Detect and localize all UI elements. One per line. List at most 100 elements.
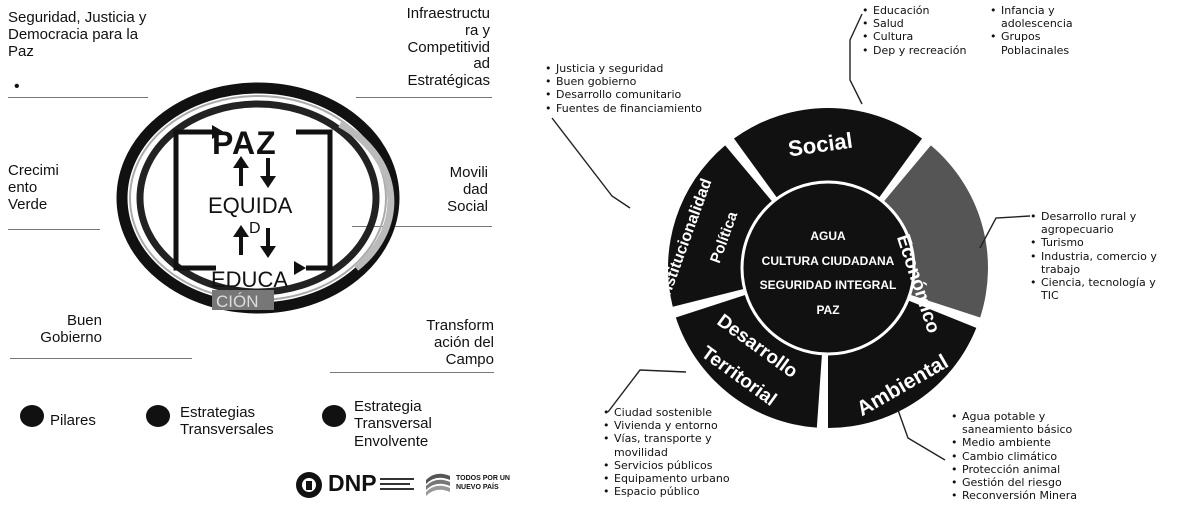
legend-dot-transversal [146,405,170,427]
center-equity-suffix: D [249,220,261,237]
connector-social [849,13,863,105]
list-item: TIC [1041,289,1059,303]
education-band [212,290,274,310]
segment-ambiental [828,300,977,428]
pillar-transform-countryside: Transform ación del Campo [426,317,494,368]
pillar-security-justice-democracy: Seguridad, Justicia y Democracia para la… [8,9,147,60]
flag-wave-icon [426,473,450,496]
connector-institucional [551,117,631,209]
list-item: Espacio público [603,485,730,498]
list-item: Educación [862,4,966,17]
up-arrow-icon [233,156,249,186]
list-item: Fuentes de financiamiento [545,102,702,115]
wheel-center-line: CULTURA CIUDADANA [761,253,895,268]
list-item: Justicia y seguridad [545,62,702,75]
pillar-bullet: • [14,78,20,95]
list-item: trabajo [1041,262,1081,276]
list-item: Desarrollo rural y [1030,210,1157,223]
center-education: EDUCA [211,267,289,292]
list-ambiental: Agua potable y saneamiento básico Medio … [951,410,1077,503]
todos-por-un-nuevo-pais-logo: TODOS POR UN NUEVO PAÍS [424,466,534,500]
inner-ring-highlight [338,120,395,271]
list-item: Infancia y [990,4,1073,17]
connector-territorial [607,369,687,413]
segment-territorial [675,294,823,428]
list-item: adolescencia [1001,17,1073,31]
list-item: saneamiento básico [962,423,1073,437]
list-item: Grupos [990,30,1073,43]
pillar-underline [352,226,492,227]
dnp-subtext-lines [380,478,414,490]
list-item: Vías, transporte y [603,432,730,445]
list-item: Turismo [1030,236,1157,249]
list-item: Cultura [862,30,966,43]
cycle-arrow-left [173,129,216,271]
list-item: Buen gobierno [545,75,702,88]
segment-institucional [668,145,773,307]
pillar-infrastructure-competitiveness: Infraestructu ra y Competitivid ad Estra… [406,5,490,90]
wheel-center-line: AGUA [810,229,846,243]
list-item: Protección animal [951,463,1077,476]
list-item: Servicios públicos [603,459,730,472]
list-item: Medio ambiente [951,436,1077,449]
legend-label-transversal: Estrategias Transversales [180,404,274,439]
list-item: Poblacinales [1001,43,1070,57]
list-social-b: Infancia y adolescencia Grupos Poblacina… [990,4,1073,57]
connector-economico [979,215,1031,249]
pillar-good-government: Buen Gobierno [40,312,102,346]
pillar-green-growth: Crecimi ento Verde [8,162,59,213]
legend-label-pillars: Pilares [50,412,96,429]
list-item: agropecuario [1041,223,1114,237]
center-equity: EQUIDA [208,193,293,218]
wheel-center-line: SEGURIDAD INTEGRAL [759,278,897,293]
list-item: Vivienda y entorno [603,419,730,432]
todos-logo-line2: NUEVO PAÍS [456,484,499,491]
todos-logo-line1: TODOS POR UN [456,475,510,482]
pillar-underline [356,97,492,98]
pillar-underline [8,229,100,230]
arrowhead-icon [294,261,306,275]
cycle-arrow-right [296,129,333,271]
list-item: Salud [862,17,966,30]
list-item: movilidad [614,445,668,459]
center-education-suffix: CIÓN [216,292,259,311]
wheel-segments [668,108,988,428]
legend-label-envelope: Estrategia Transversal Envolvente [354,398,432,450]
list-item: Ciudad sostenible [603,406,730,419]
list-item: Desarrollo comunitario [545,88,702,101]
list-item: Gestión del riesgo [951,476,1077,489]
legend-dot-pillars [20,405,44,427]
arrowhead-icon [212,125,224,139]
segment-economico [883,145,988,318]
list-item: Ciencia, tecnología y [1030,276,1157,289]
list-item: Equipamento urbano [603,472,730,485]
list-economico: Desarrollo rural y agropecuario Turismo … [1030,210,1157,302]
list-institucional: Justicia y seguridad Buen gobierno Desar… [545,62,702,115]
dnp-logo: DNP [294,468,414,500]
down-arrow-icon [260,228,276,258]
dnp-logo-text: DNP [328,470,377,496]
pillar-underline [330,372,494,373]
list-territorial: Ciudad sostenible Vivienda y entorno Vía… [603,406,730,499]
center-peace: PAZ [212,125,277,161]
down-arrow-icon [260,158,276,188]
list-item: Cambio climático [951,450,1077,463]
wheel-center-circle [740,180,916,356]
wheel-center-line: PAZ [816,302,840,317]
pillar-underline [10,358,192,359]
list-item: Industria, comercio y [1030,250,1157,263]
wheel-center-text: AGUA CULTURA CIUDADANA SEGURIDAD INTEGRA… [742,224,914,322]
list-item: Reconversión Minera [951,489,1077,502]
connector-ambiental [897,409,946,461]
legend-dot-envelope [322,405,346,427]
up-arrow-icon [233,225,249,255]
list-item: Dep y recreación [862,44,966,57]
pillar-underline [8,97,148,98]
pillar-social-mobility: Movili dad Social [447,164,488,215]
shield-icon [296,472,322,498]
list-social-a: Educación Salud Cultura Dep y recreación [862,4,966,57]
segment-social [733,108,923,199]
list-item: Agua potable y [951,410,1077,423]
